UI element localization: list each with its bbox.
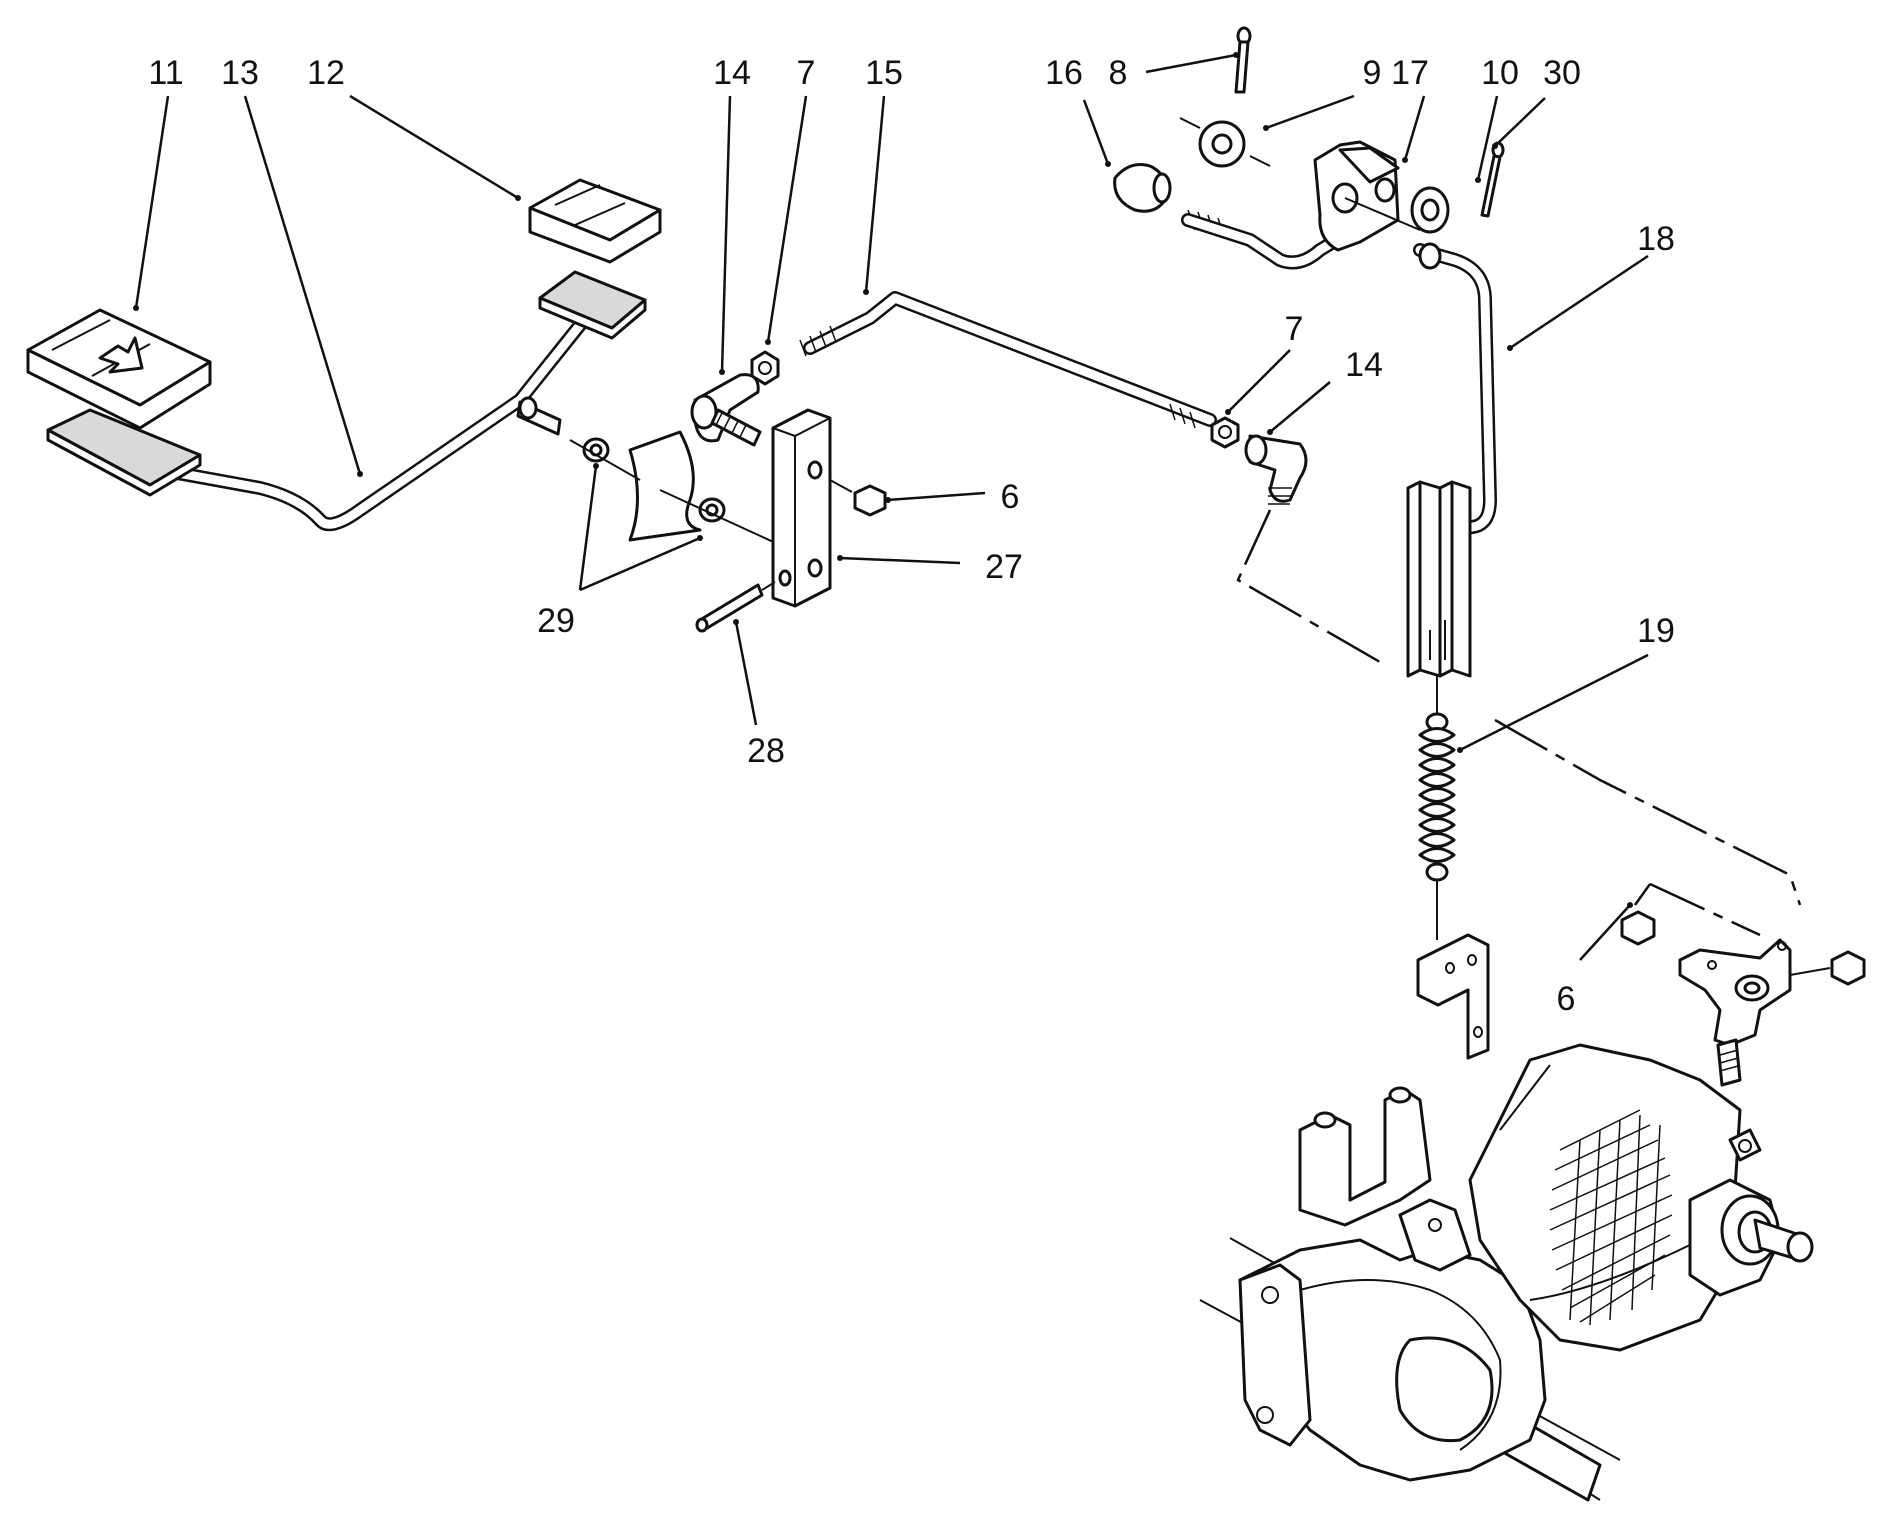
callout-17: 17: [1391, 54, 1429, 92]
callout-30: 30: [1543, 54, 1581, 92]
callout-8: 8: [1109, 54, 1128, 92]
callout-11: 11: [148, 54, 183, 92]
pedal-pad-lower-edge: [46, 428, 202, 497]
spring-19: [1416, 676, 1490, 1060]
rod-15: [799, 291, 1217, 429]
callout-13: 13: [221, 54, 259, 92]
spring-coils: [1418, 727, 1456, 863]
arm-27: [771, 408, 832, 608]
clevis-plate-a: [1406, 480, 1422, 678]
pedal-bracket-plate: [628, 430, 702, 542]
callout-19: 19: [1637, 612, 1675, 650]
leader-lines: [133, 52, 1649, 961]
top-linkage: [1113, 26, 1505, 678]
clevis-plate-b: [1450, 480, 1472, 678]
nut-6a: [853, 484, 887, 517]
output-shaft: [1786, 1231, 1814, 1263]
callout-6-upper: 6: [1001, 478, 1020, 516]
cooling-fan-fins: [1549, 1109, 1673, 1326]
control-arm-plate: [1678, 938, 1792, 1047]
callout-15: 15: [865, 54, 903, 92]
callout-14-left: 14: [713, 54, 751, 92]
callout-14-right: 14: [1345, 346, 1383, 384]
callout-7-left: 7: [797, 54, 816, 92]
callout-labels: 11 13 12 14 7 15 16 8 9 17 10 30 18 7 14…: [148, 54, 1675, 1018]
nut-7b: [1210, 416, 1240, 449]
pedal-assembly: [26, 178, 887, 633]
phantom-line-a: [1236, 509, 1381, 664]
nut-6c: [1830, 950, 1866, 986]
spring-anchor-plate: [1416, 933, 1490, 1060]
nut-7a: [750, 350, 780, 386]
phantom-line-b: [1494, 718, 1802, 906]
ball-joint-assembly-right: [1210, 416, 1308, 505]
callout-10: 10: [1481, 54, 1519, 92]
transaxle-assembly: [1199, 1043, 1814, 1502]
arrow-icon: [98, 336, 144, 374]
nut-6b: [1620, 910, 1656, 946]
callout-16: 16: [1045, 54, 1083, 92]
pin-28: [698, 583, 764, 632]
callout-29: 29: [537, 602, 575, 640]
callout-27: 27: [985, 548, 1023, 586]
callout-7-right: 7: [1285, 310, 1304, 348]
control-arm-assembly: [1620, 910, 1866, 1087]
transaxle-bracket: [1298, 1088, 1432, 1227]
callout-18: 18: [1637, 220, 1675, 258]
phantom-line-c: [1633, 882, 1761, 937]
callout-12: 12: [307, 54, 345, 92]
callout-9: 9: [1363, 54, 1382, 92]
callout-28: 28: [747, 732, 785, 770]
callout-6-lower: 6: [1557, 980, 1576, 1018]
